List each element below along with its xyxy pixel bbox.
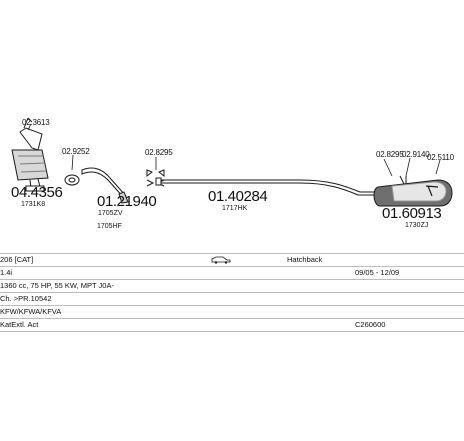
rear-ref1-label: 02.8295 (376, 150, 404, 159)
front-pipe-code-label: 01.21940 (97, 193, 157, 210)
table-row: 1360 cc, 75 HP, 55 KW, MPT J0A- (0, 280, 464, 293)
cat-ref-label: 02.3613 (22, 118, 50, 127)
chassis-cell: Ch. >PR.10542 (0, 294, 52, 303)
kit-label-cell: KatExtl. Act (0, 320, 39, 329)
exhaust-drawing (11, 117, 453, 207)
clamp2-ref-label: 02.8295 (145, 148, 173, 157)
clamp-1-drawing (64, 174, 80, 186)
rear-silencer-code-label: 01.60913 (382, 205, 442, 222)
application-table: 206 [CAT] Hatchback 1.4i 09/05 - 12/09 1… (0, 253, 464, 332)
front-pipe-oem1-label: 1705ZV (98, 210, 123, 217)
front-pipe-drawing (81, 167, 129, 204)
car-hatchback-icon (211, 256, 231, 264)
engine-cell: 1.4i (0, 268, 13, 277)
leader-lines (27, 123, 441, 177)
exhaust-diagram: 02.3613 04.4356 1731K8 02.9252 01.21940 … (11, 117, 454, 230)
rear-silencer-drawing (373, 175, 453, 207)
years-cell: 09/05 - 12/09 (355, 268, 400, 277)
table-row: KatExtl. Act C260600 (0, 319, 464, 332)
table-row: 206 [CAT] Hatchback (0, 253, 464, 267)
model-cell: 206 [CAT] (0, 255, 34, 264)
cat-code-label: 04.4356 (11, 184, 63, 201)
engine-codes-cell: KFW/KFWA/KFVA (0, 307, 62, 316)
middle-pipe-oem-label: 1717HK (222, 205, 248, 212)
front-pipe-oem2-label: 1705HF (97, 223, 122, 230)
catalytic-converter-drawing (11, 117, 49, 192)
clamp1-ref-label: 02.9252 (62, 147, 90, 156)
middle-pipe-drawing (155, 177, 378, 196)
table-row: Ch. >PR.10542 (0, 293, 464, 306)
kit-code-cell: C260600 (355, 320, 386, 329)
middle-pipe-code-label: 01.40284 (208, 188, 268, 205)
rear-ref3-label: 02.5110 (427, 153, 454, 162)
rear-ref2-label: 02.9140 (402, 150, 430, 159)
body-type-cell: Hatchback (287, 255, 323, 264)
cat-oem-label: 1731K8 (21, 201, 46, 208)
table-row: 1.4i 09/05 - 12/09 (0, 267, 464, 280)
table-row: KFW/KFWA/KFVA (0, 306, 464, 319)
clamp-2-drawing (146, 169, 165, 187)
spec-cell: 1360 cc, 75 HP, 55 KW, MPT J0A- (0, 281, 114, 290)
rear-silencer-oem-label: 1730ZJ (405, 222, 429, 229)
